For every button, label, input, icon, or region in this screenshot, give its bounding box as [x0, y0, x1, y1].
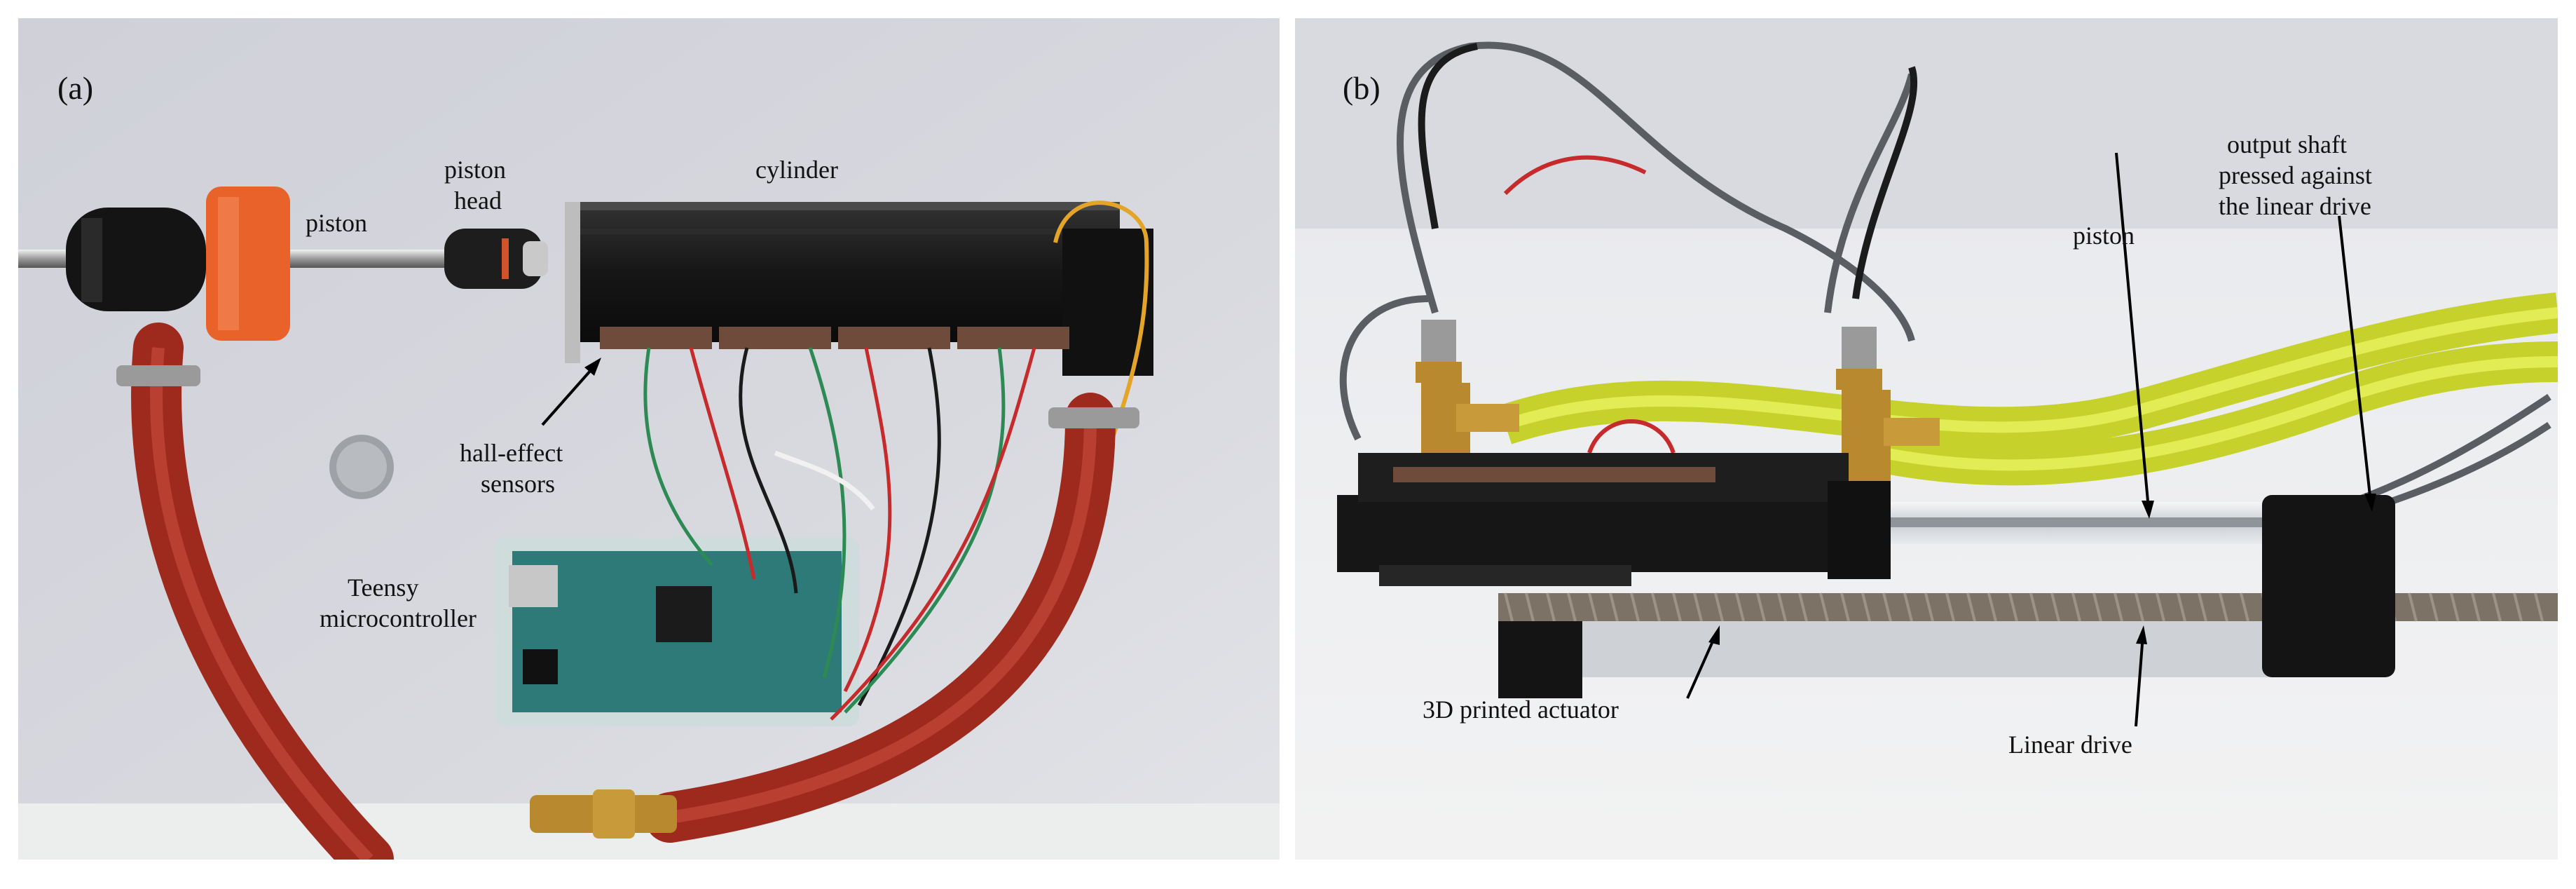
label-3d-printed-actuator: 3D printed actuator [1423, 695, 1619, 724]
cylinder-endcap [1062, 229, 1153, 376]
piston-head [444, 229, 542, 289]
arrow-linear-drive [2135, 634, 2144, 727]
label-hall-effect-line1: hall-effect [460, 439, 563, 467]
cylinder-endplate [565, 202, 580, 363]
panel-letter: (a) [57, 70, 94, 106]
arrow-hall-sensors [541, 362, 598, 426]
arrow-piston [2115, 152, 2150, 510]
label-piston: piston [2073, 222, 2135, 250]
drive-mount-left [1498, 621, 1582, 698]
hall-effect-sensor-strip [600, 327, 1069, 349]
piston-rod [1891, 517, 2283, 527]
label-piston-head-line2: head [454, 186, 502, 215]
photo-panel-b: (b) output shaft pressed against the lin… [1295, 18, 2558, 860]
label-piston-head-line1: piston [444, 156, 507, 184]
photo-a-illustration [18, 18, 1280, 860]
label-cylinder: cylinder [755, 156, 838, 184]
pressure-sensor-left [1416, 320, 1519, 460]
photo-panel-a: (a) piston piston head cylinder hall-eff… [18, 18, 1280, 860]
linear-guide [1498, 621, 2325, 677]
label-teensy-line2: microcontroller [320, 604, 477, 632]
photo-b-illustration [1295, 18, 2558, 860]
hose-clamp [116, 365, 200, 386]
sensor-strip [1393, 467, 1715, 482]
actuator-body [1337, 495, 1870, 572]
arrow-actuator [1686, 634, 1717, 699]
label-teensy-line1: Teensy [348, 574, 419, 602]
drive-carriage [2262, 495, 2395, 677]
panel-letter: (b) [1343, 70, 1381, 106]
label-piston: piston [306, 209, 368, 237]
label-output-shaft-line2: pressed against [2219, 161, 2372, 189]
chip [656, 586, 712, 642]
hose-clamp [1048, 407, 1139, 428]
label-output-shaft-line3: the linear drive [2219, 192, 2371, 220]
label-linear-drive: Linear drive [2008, 731, 2132, 759]
label-output-shaft-line1: output shaft [2227, 130, 2347, 158]
label-hall-effect-line2: sensors [481, 470, 555, 498]
wires [643, 347, 1036, 721]
cylinder-body [573, 202, 1120, 342]
arrow-output-shaft [2338, 215, 2372, 503]
pressure-sensor-right [1836, 327, 1940, 488]
